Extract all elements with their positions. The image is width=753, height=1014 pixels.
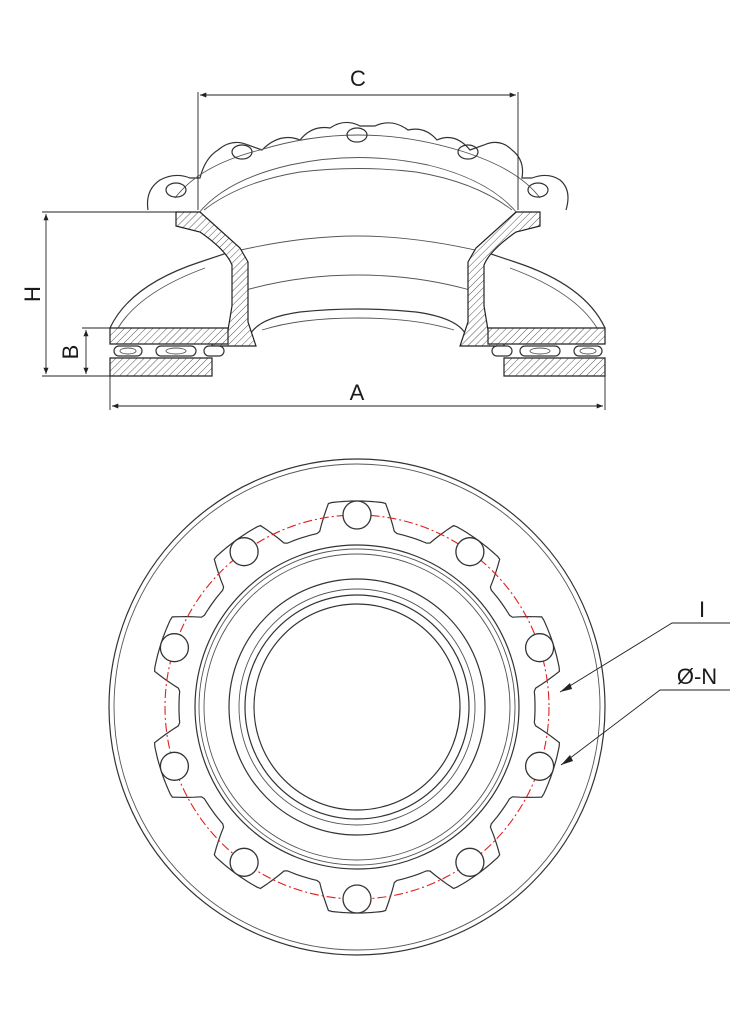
callout-label-n: Ø-N (677, 664, 717, 689)
bolt-hole (455, 847, 485, 877)
right-friction-ring-upper (487, 327, 606, 345)
section-view: C H B A (20, 66, 606, 410)
bolt-hole-group (159, 500, 555, 914)
front-view: I Ø-N (108, 458, 730, 956)
center-bore (253, 603, 461, 811)
hub-flange-outline (146, 121, 569, 211)
callout-label-i: I (699, 597, 705, 622)
bolt-hole-top (231, 144, 253, 160)
left-friction-ring-lower (109, 357, 213, 377)
bolt-hole-top (457, 144, 479, 160)
right-friction-ring-lower (503, 357, 606, 377)
dimension-label-h: H (20, 286, 45, 302)
bolt-hole (159, 751, 190, 781)
bolt-pitch-circle (164, 514, 550, 900)
dimension-label-b: B (58, 345, 83, 360)
bolt-hole (229, 847, 259, 877)
flange-scalloped-outline (153, 500, 561, 914)
bolt-hole (342, 500, 372, 530)
leader-line-i (559, 622, 730, 693)
center-bore-outer (244, 594, 470, 820)
disc-outer-edge (108, 458, 606, 956)
right-hub-section (459, 211, 541, 347)
bolt-hole (342, 884, 372, 914)
dimension-label-a: A (350, 380, 365, 405)
leader-line-n (560, 689, 730, 766)
bolt-hole (524, 633, 555, 663)
bolt-hole-top (527, 182, 549, 198)
dimension-label-c: C (350, 66, 366, 91)
bolt-hole (159, 633, 190, 663)
bolt-hole-top (165, 182, 187, 198)
left-friction-ring-upper (109, 327, 229, 345)
left-hub-section (175, 211, 257, 347)
bolt-hole-top (346, 127, 368, 143)
bolt-hole (229, 537, 259, 567)
bolt-hole (524, 751, 555, 781)
bolt-hole (455, 537, 485, 567)
